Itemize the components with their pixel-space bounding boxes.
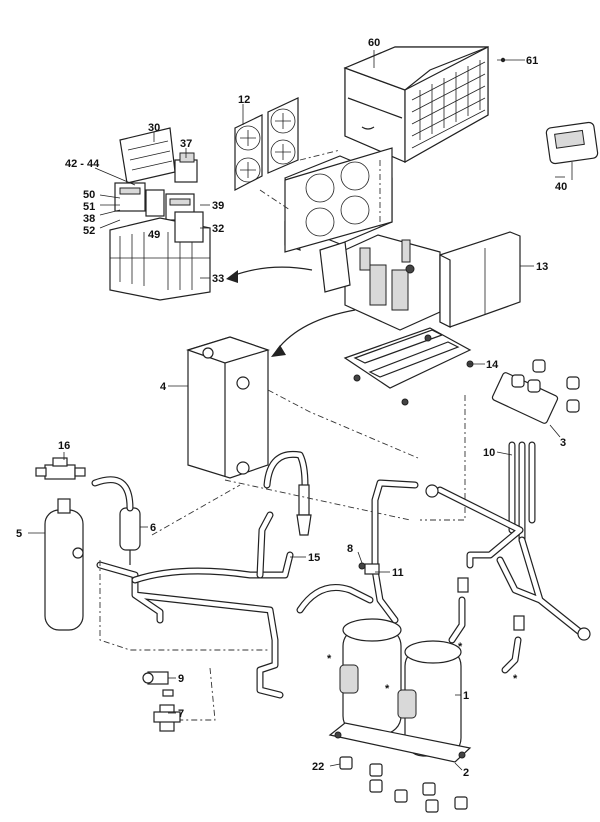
label-50: 50 — [83, 189, 95, 201]
fan-assembly-12 — [234, 97, 299, 191]
label-38: 38 — [83, 213, 95, 225]
label-33: 33 — [212, 273, 224, 285]
pipes-10 — [425, 441, 591, 674]
label-8: 8 — [347, 543, 353, 555]
transformer-37 — [174, 152, 198, 183]
marker-star-3: * — [458, 641, 463, 653]
label-61: 61 — [526, 55, 538, 67]
piping-compressor — [296, 479, 419, 624]
label-37: 37 — [180, 138, 192, 150]
liquid-receiver-5 — [44, 498, 84, 631]
compressor-frame-2 — [328, 722, 472, 763]
label-39: 39 — [212, 200, 224, 212]
plate-heat-exchanger-4 — [186, 336, 270, 479]
label-30: 30 — [148, 122, 160, 134]
valve-16 — [35, 457, 86, 480]
compressor-left — [339, 618, 402, 735]
leader-lines — [28, 50, 565, 771]
label-7: 7 — [178, 708, 184, 720]
label-42-44: 42 - 44 — [65, 158, 100, 170]
condenser-13 — [439, 231, 521, 328]
compressor-right-1 — [397, 640, 462, 757]
label-2: 2 — [463, 767, 469, 779]
label-32: 32 — [212, 223, 224, 235]
label-60: 60 — [368, 37, 380, 49]
label-3: 3 — [560, 437, 566, 449]
label-9: 9 — [178, 673, 184, 685]
label-6: 6 — [150, 522, 156, 534]
callout-labels: 60 61 12 30 37 42 - 44 50 51 38 52 49 39… — [16, 37, 567, 779]
label-15: 15 — [308, 552, 320, 564]
control-board-30 — [119, 127, 176, 184]
sensor-probe — [263, 450, 312, 536]
label-11: 11 — [392, 567, 404, 579]
dashed-leaders — [99, 389, 466, 721]
label-49: 49 — [148, 229, 160, 241]
label-14: 14 — [486, 359, 499, 371]
label-12: 12 — [238, 94, 250, 106]
valve-9 — [142, 671, 174, 697]
label-5: 5 — [16, 528, 22, 540]
screw-61 — [497, 57, 525, 63]
label-40: 40 — [555, 181, 567, 193]
label-52: 52 — [83, 225, 95, 237]
refrigeration-unit — [319, 234, 441, 331]
piping-left — [96, 511, 294, 699]
label-4: 4 — [160, 381, 167, 393]
valve-block-3 — [491, 359, 580, 424]
rail-components-32-33 — [109, 211, 211, 301]
label-1: 1 — [463, 690, 469, 702]
filter-drier-6 — [91, 476, 141, 565]
label-16: 16 — [58, 440, 70, 452]
marker-star-1: * — [327, 653, 332, 665]
enclosure-60 — [343, 46, 489, 164]
valve-7 — [153, 704, 181, 732]
label-51: 51 — [83, 201, 95, 213]
label-22: 22 — [312, 761, 324, 773]
base-frame — [343, 327, 474, 406]
marker-star-4: * — [513, 673, 518, 685]
fan-panel — [259, 147, 393, 253]
controller-40 — [545, 121, 599, 180]
marker-star-2: * — [385, 683, 390, 695]
dampers-22 — [339, 756, 468, 813]
label-13: 13 — [536, 261, 548, 273]
label-10: 10 — [483, 447, 495, 459]
